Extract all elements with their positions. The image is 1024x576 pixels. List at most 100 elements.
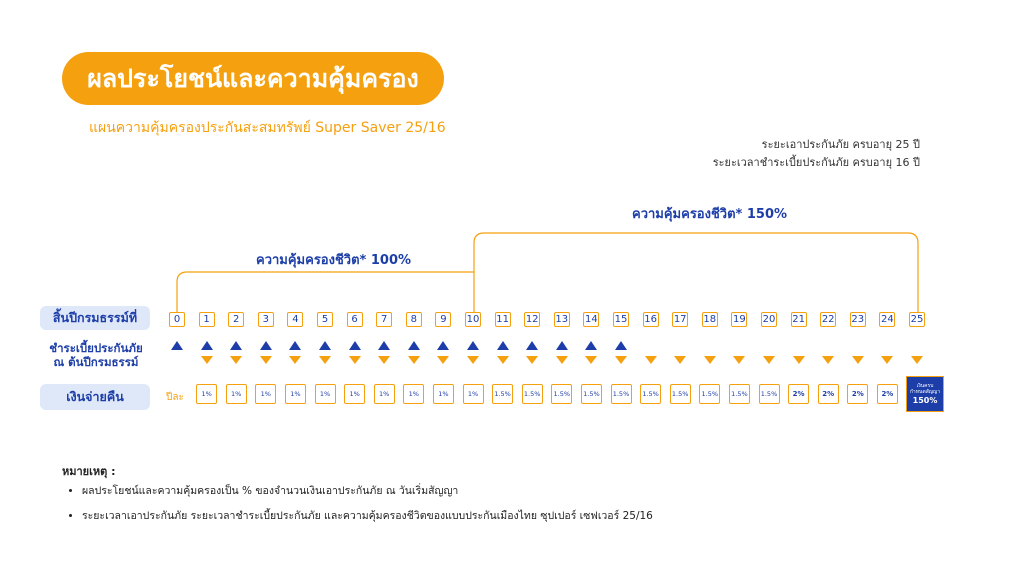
notes-list: ผลประโยชน์และความคุ้มครองเป็น % ของจำนวน…: [68, 482, 653, 532]
benefit-down-icon: [230, 356, 243, 364]
premium-payment-up-icon: [496, 341, 509, 350]
benefit-down-icon: [851, 356, 864, 364]
benefit-down-icon: [407, 356, 420, 364]
premium-payment-up-icon: [407, 341, 420, 350]
premium-payment-up-icon: [200, 341, 213, 350]
cashback-box: 2%: [847, 384, 869, 404]
policy-year-box: 25: [909, 312, 925, 327]
premium-row-label-line1: ชำระเบี้ยประกันภัย: [49, 341, 143, 355]
coverage-period: ระยะเอาประกันภัย ครบอายุ 25 ปี: [761, 138, 920, 151]
policy-year-box: 3: [257, 312, 274, 327]
policy-year-box: 4: [287, 312, 304, 327]
premium-payment-up-icon: [230, 341, 243, 350]
cashback-box: 1%: [196, 384, 218, 404]
premium-payment-up-icon: [259, 341, 272, 350]
policy-year-box: 20: [761, 312, 777, 327]
plan-subtitle: แผนความคุ้มครองประกันสะสมทรัพย์ Super Sa…: [89, 120, 446, 136]
cashback-box: 1.5%: [699, 384, 721, 404]
benefit-down-icon: [437, 356, 450, 364]
benefit-down-icon: [289, 356, 302, 364]
cashback-box: 1.5%: [521, 384, 543, 404]
premium-payment-up-icon: [555, 341, 568, 350]
policy-year-box: 10: [465, 312, 481, 327]
cashback-box: 1.5%: [610, 384, 632, 404]
benefit-down-icon: [200, 356, 213, 364]
cashback-box: 1%: [225, 384, 247, 404]
per-year-label: ปีละ: [166, 392, 184, 403]
payment-period: ระยะเวลาชำระเบี้ยประกันภัย ครบอายุ 16 ปี: [712, 156, 920, 169]
cashback-box: 1%: [314, 384, 336, 404]
benefit-down-icon: [555, 356, 568, 364]
premium-payment-up-icon: [585, 341, 598, 350]
plan-info: ระยะเอาประกันภัย ครบอายุ 25 ปี ระยะเวลาช…: [713, 136, 920, 172]
policy-year-box: 13: [553, 312, 570, 327]
cashback-box: 1.5%: [669, 384, 691, 404]
policy-year-box: 5: [317, 312, 333, 327]
benefit-down-icon: [822, 356, 835, 364]
benefit-down-icon: [615, 356, 627, 364]
benefit-down-icon: [911, 356, 923, 364]
bracket-life-150: [473, 232, 919, 313]
benefit-down-icon: [733, 356, 746, 364]
cashback-box: 2%: [788, 384, 810, 404]
policy-year-box: 14: [583, 312, 600, 327]
policy-year-box: 23: [849, 312, 866, 327]
policy-year-box: 7: [376, 312, 393, 327]
bracket-life-100: [176, 271, 474, 313]
maturity-line1: เงินครบ: [916, 382, 934, 389]
policy-year-box: 6: [346, 312, 363, 327]
benefit-down-icon: [319, 356, 331, 364]
cashback-box: 1%: [373, 384, 395, 404]
policy-year-box: 21: [790, 312, 807, 327]
benefit-down-icon: [526, 356, 539, 364]
page-title: ผลประโยชน์และความคุ้มครอง: [62, 52, 444, 105]
policy-year-box: 0: [169, 312, 185, 327]
benefit-down-icon: [348, 356, 361, 364]
cashback-box: 1.5%: [758, 384, 780, 404]
policy-year-box: 1: [198, 312, 215, 327]
note-item: ผลประโยชน์และความคุ้มครองเป็น % ของจำนวน…: [82, 482, 653, 499]
notes-title: หมายเหตุ :: [62, 465, 116, 478]
premium-payment-up-icon: [437, 341, 450, 350]
premium-payment-up-icon: [615, 341, 627, 350]
benefit-down-icon: [703, 356, 716, 364]
cashback-box: 1%: [432, 384, 454, 404]
policy-year-box: 16: [642, 312, 659, 327]
cashback-box: 1%: [403, 384, 425, 404]
cashback-box: 1.5%: [551, 384, 573, 404]
policy-year-box: 17: [672, 312, 689, 327]
policy-year-box: 18: [701, 312, 718, 327]
benefit-down-icon: [763, 356, 775, 364]
benefit-down-icon: [378, 356, 391, 364]
benefit-down-icon: [881, 356, 894, 364]
cashback-box: 1.5%: [728, 384, 750, 404]
premium-payment-up-icon: [348, 341, 361, 350]
policy-year-box: 15: [613, 312, 629, 327]
premium-payment-up-icon: [289, 341, 302, 350]
maturity-value: 150%: [912, 395, 938, 405]
benefit-down-icon: [585, 356, 598, 364]
cashback-box: 1%: [462, 384, 484, 404]
benefit-down-icon: [467, 356, 479, 364]
cashback-box: 1%: [284, 384, 306, 404]
maturity-benefit-box: เงินครบ กำหนดสัญญา 150%: [906, 376, 944, 412]
premium-payment-up-icon: [378, 341, 391, 350]
policy-year-row-label: สิ้นปีกรมธรรม์ที่: [40, 306, 150, 330]
maturity-line2: กำหนดสัญญา: [909, 388, 941, 395]
policy-year-box: 19: [731, 312, 748, 327]
premium-row-label: ชำระเบี้ยประกันภัย ณ ต้นปีกรมธรรม์: [40, 341, 152, 369]
benefit-down-icon: [644, 356, 657, 364]
cashback-box: 2%: [876, 384, 898, 404]
policy-year-box: 24: [879, 312, 896, 327]
premium-payment-up-icon: [467, 341, 479, 350]
cashback-box: 1.5%: [640, 384, 662, 404]
policy-year-box: 2: [228, 312, 245, 327]
policy-year-box: 8: [405, 312, 422, 327]
benefit-down-icon: [496, 356, 509, 364]
premium-row-label-line2: ณ ต้นปีกรมธรรม์: [53, 355, 139, 369]
benefit-down-icon: [674, 356, 687, 364]
cashback-box: 1.5%: [580, 384, 602, 404]
cashback-box: 2%: [817, 384, 839, 404]
policy-year-box: 11: [494, 312, 511, 327]
